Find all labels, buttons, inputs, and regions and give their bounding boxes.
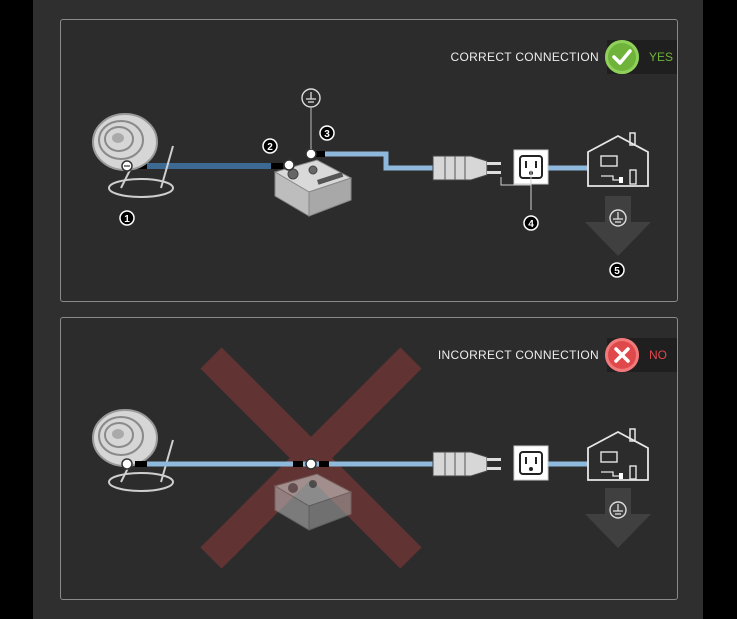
cable-connector-box-out — [315, 151, 325, 157]
correct-diagram: 1 2 3 4 5 — [92, 88, 651, 278]
svg-text:1: 1 — [124, 214, 130, 225]
isolator-box-icon — [273, 473, 353, 531]
correct-status: CORRECT CONNECTION YES — [450, 40, 677, 74]
cross-out-icon — [200, 347, 422, 569]
status-tab: YES — [605, 40, 677, 74]
speaker-icon — [92, 409, 174, 492]
callout-2: 2 — [262, 138, 278, 154]
speaker-icon — [92, 113, 174, 198]
status-label: CORRECT CONNECTION — [450, 50, 599, 64]
incorrect-diagram — [92, 347, 651, 569]
callout-3: 3 — [319, 125, 335, 141]
outlet-icon — [513, 445, 549, 481]
svg-text:2: 2 — [267, 142, 273, 153]
ground-pin-leader — [500, 177, 532, 210]
incorrect-status: INCORRECT CONNECTION NO — [438, 338, 677, 372]
diagram-stage: 1 2 3 4 5 CORRECT CONNECTION — [33, 0, 703, 619]
cable-coupler — [305, 458, 317, 470]
x-icon — [605, 338, 639, 372]
plug-icon — [432, 155, 501, 181]
cable-connector-right — [271, 163, 283, 169]
cable-isolator-to-plug — [319, 151, 433, 171]
status-verdict: NO — [649, 348, 667, 362]
svg-text:5: 5 — [614, 266, 620, 277]
callout-5: 5 — [609, 262, 625, 278]
incorrect-connection-panel: INCORRECT CONNECTION NO — [60, 317, 678, 600]
callout-4: 4 — [523, 215, 539, 231]
svg-text:3: 3 — [324, 129, 330, 140]
check-icon — [605, 40, 639, 74]
down-arrow-icon — [585, 196, 651, 256]
svg-text:4: 4 — [528, 219, 534, 230]
house-icon — [587, 132, 649, 187]
ground-icon — [301, 88, 321, 149]
status-verdict: YES — [649, 50, 674, 64]
correct-connection-panel: 1 2 3 4 5 CORRECT CONNECTION — [60, 19, 678, 302]
house-icon — [587, 428, 649, 481]
down-arrow-icon — [585, 488, 651, 548]
status-tab: NO — [605, 338, 677, 372]
status-label: INCORRECT CONNECTION — [437, 348, 599, 362]
plug-icon — [432, 451, 501, 477]
isolator-box-icon — [273, 148, 353, 217]
callout-1: 1 — [119, 210, 135, 226]
